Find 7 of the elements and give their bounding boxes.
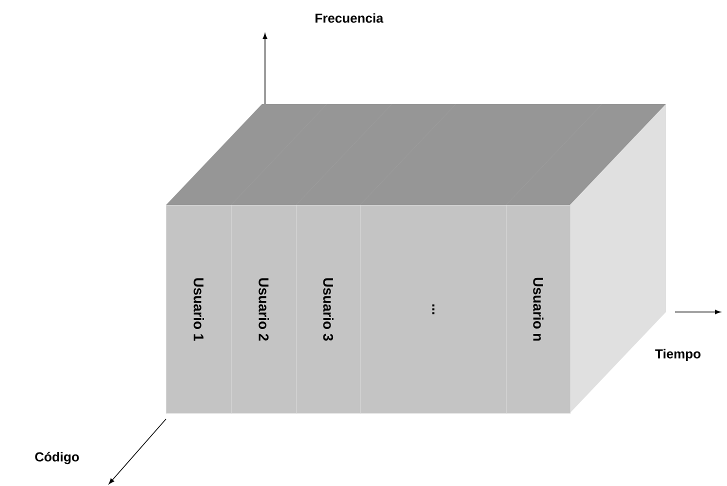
user-column: Usuario 3 (296, 204, 361, 414)
axis-label: Tiempo (655, 348, 700, 362)
axis-label: Código (35, 452, 79, 464)
user-column: Usuario n (506, 204, 571, 414)
axis-label: Frecuencia (316, 13, 384, 23)
user-column: Usuario 1 (166, 204, 232, 414)
user-column: Usuario 2 (231, 204, 297, 414)
